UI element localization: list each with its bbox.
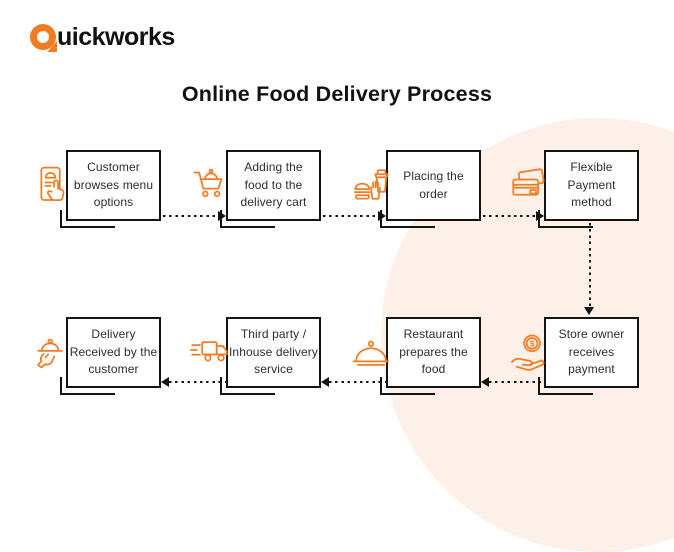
page-title: Online Food Delivery Process [181, 82, 493, 106]
arrowhead-down-icon [584, 307, 594, 315]
phone-menu-icon [40, 166, 65, 201]
step-label-browse-menu: Customer browses menu options [73, 160, 154, 210]
arrowhead-right-icon [218, 211, 226, 221]
logo-q-mark-icon [30, 24, 57, 52]
arrow-line-cart-to-order [323, 215, 378, 217]
cart-icon [193, 168, 223, 197]
arrowhead-left-icon [481, 377, 489, 387]
logo-q-hole [37, 31, 49, 43]
arrow-line-deliveryservice-to-customer [169, 381, 226, 383]
hand-coin-icon: $ [511, 334, 545, 371]
step-label-delivery-received: Delivery Received by the customer [69, 327, 158, 377]
step-label-restaurant-prepares: Restaurant prepares the food [399, 327, 468, 377]
step-label-store-owner-payment: Store owner receives payment [558, 327, 625, 377]
step-box-add-to-cart: Adding the food to the delivery cart [193, 150, 321, 228]
logo-text: uickworks [57, 22, 175, 51]
arrow-line-order-to-payment [483, 215, 536, 217]
credit-cards-icon [512, 167, 545, 196]
quickworks-logo: uickworks [30, 22, 175, 52]
step-box-delivery-service: Third party / Inhouse delivery service [190, 317, 321, 395]
arrow-line-browse-to-cart [163, 215, 218, 217]
logo-q-tail [47, 41, 57, 52]
arrowhead-right-icon [536, 211, 544, 221]
step-box-restaurant-prepares: Restaurant prepares the food [352, 317, 481, 395]
step-label-delivery-service: Third party / Inhouse delivery service [229, 327, 318, 377]
arrow-line-restaurant-to-deliveryservice [329, 381, 386, 383]
arrow-line-payment-to-storeowner [589, 223, 591, 307]
delivery-truck-icon [190, 340, 228, 361]
step-box-delivery-received: Delivery Received by the customer [37, 317, 161, 395]
step-box-place-order: Placing the order [353, 150, 481, 228]
step-label-place-order: Placing the order [403, 169, 464, 201]
arrowhead-left-icon [321, 377, 329, 387]
step-box-payment-method: Flexible Payment method [512, 150, 639, 228]
fast-food-icon [353, 168, 389, 200]
arrow-line-storeowner-to-restaurant [489, 381, 544, 383]
arrowhead-right-icon [378, 211, 386, 221]
infographic-page: { "logo": { "brand": "Quickworks", "q": … [30, 22, 674, 552]
hand-tray-icon [37, 338, 63, 368]
step-box-store-owner-payment: $ Store owner receives payment [511, 317, 639, 395]
svg-text:$: $ [530, 338, 535, 348]
step-label-payment-method: Flexible Payment method [567, 160, 616, 210]
cloche-icon [352, 340, 390, 366]
step-label-add-to-cart: Adding the food to the delivery cart [240, 160, 307, 210]
step-box-browse-menu: Customer browses menu options [40, 150, 161, 228]
arrowhead-left-icon [161, 377, 169, 387]
